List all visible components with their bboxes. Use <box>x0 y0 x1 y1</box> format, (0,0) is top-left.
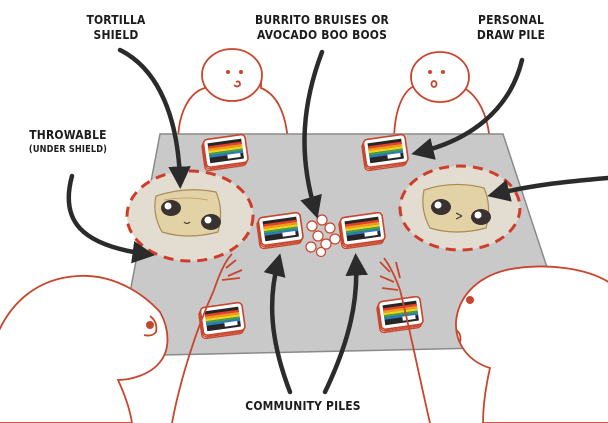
draw-pile-top-right <box>361 134 409 171</box>
label-line: THROWABLE <box>16 127 119 142</box>
label-line: BURRITO BRUISES OR <box>236 12 408 27</box>
label-line: TORTILLA <box>73 12 159 27</box>
label-tortilla-shield: TORTILLA SHIELD <box>73 12 159 42</box>
tortilla-shield-left <box>155 190 221 236</box>
label-throwable: THROWABLE (UNDER SHIELD) <box>16 127 119 157</box>
draw-pile-top-left <box>201 134 249 171</box>
label-line: SHIELD <box>73 27 159 42</box>
label-community-piles: COMMUNITY PILES <box>230 398 376 413</box>
label-personal-draw-pile: PERSONAL DRAW PILE <box>464 12 559 42</box>
label-line: AVOCADO BOO BOOS <box>236 27 408 42</box>
community-pile-left <box>256 212 304 249</box>
tortilla-shield-right <box>423 184 491 232</box>
player-top-left <box>178 49 288 142</box>
label-line: COMMUNITY PILES <box>230 398 376 413</box>
community-pile-right <box>338 212 386 249</box>
label-line: DRAW PILE <box>464 27 559 42</box>
label-line: (UNDER SHIELD) <box>16 142 119 157</box>
draw-pile-bottom-right <box>376 296 424 333</box>
label-burrito-bruises: BURRITO BRUISES OR AVOCADO BOO BOOS <box>236 12 408 42</box>
label-line: PERSONAL <box>464 12 559 27</box>
draw-pile-bottom-left <box>198 302 246 339</box>
